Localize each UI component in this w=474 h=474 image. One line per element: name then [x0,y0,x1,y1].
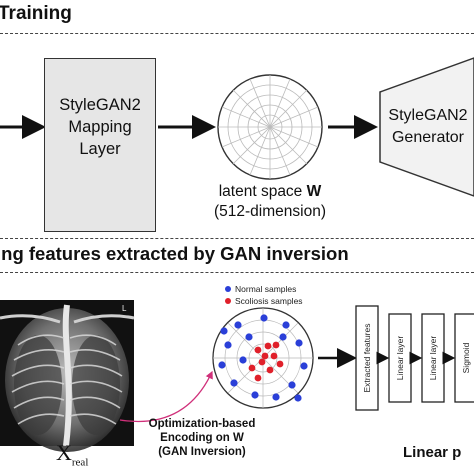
section-divider-top [0,33,474,34]
layer-label-extracted-features: Extracted features [362,323,372,393]
mapping-layer-line2: Mapping [68,118,132,136]
section-title-gan-inversion: ing features extracted by GAN inversion [0,243,349,264]
legend-scoliosis-label: Scoliosis samples [235,296,303,306]
legend-normal-label: Normal samples [235,284,297,294]
latent-space-symbol: W [306,183,322,200]
inversion-arrow [119,370,213,423]
layer-label-linear-1: Linear layer [395,335,405,381]
section-divider-middle [0,238,474,239]
legend-scoliosis-dot [225,298,231,304]
latent-space-circle [217,74,323,180]
generator-line2: Generator [391,129,465,146]
optimization-line2: Encoding on W [160,432,244,444]
chest-xray-image [0,300,135,452]
latent-space-label: latent space [218,183,307,200]
generator-label: StyleGAN2 Generator [380,105,474,149]
layer-label-linear-2: Linear layer [428,335,438,381]
optimization-line3: (GAN Inversion) [158,446,246,458]
generator-line1: StyleGAN2 [388,107,468,124]
mapping-layer-block [44,58,156,232]
legend-normal-dot [225,286,231,292]
xreal-sub: real [71,456,89,469]
layer-label-sigmoid: Sigmoid [461,342,471,374]
linear-probe-layers [355,305,474,411]
linear-probe-label: Linear p [403,444,462,461]
section-divider-lower [0,272,474,273]
optimization-line1: Optimization-based [148,418,256,430]
xreal-main: X [56,440,72,465]
generator-block [379,57,474,197]
latent-space-dim: (512-dimension) [214,203,326,220]
section-title-training: Training [0,3,72,24]
xreal-label: Xreal [56,440,88,468]
latent-space-caption: latent space W (512-dimension) [188,182,352,222]
normal-sample-points [218,314,308,402]
mapping-layer-label: StyleGAN2 Mapping Layer [44,94,156,160]
xray-corner-mark: L [122,304,127,313]
optimization-caption: Optimization-based Encoding on W (GAN In… [142,417,262,459]
mapping-layer-line3: Layer [79,140,121,158]
mapping-layer-line1: StyleGAN2 [59,96,141,114]
scoliosis-sample-points [248,341,284,382]
